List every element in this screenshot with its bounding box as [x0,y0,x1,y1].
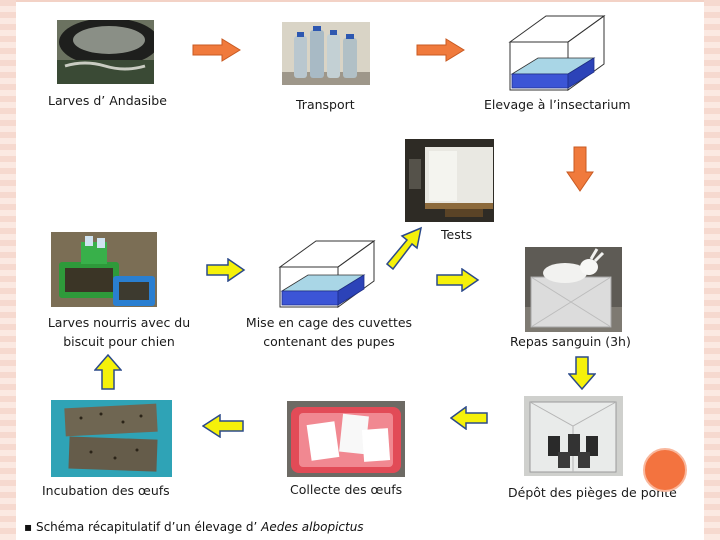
label-mise-en-cage: Mise en cage des cuvettes contenant des … [244,313,414,351]
label-transport: Transport [296,97,355,112]
caption-species: Aedes albopictus [261,520,364,534]
orange-arrow-right-2 [416,38,465,62]
label-larves-nourris-line1: Larves nourris avec du [47,315,191,330]
label-mise-en-cage-line2: contenant des pupes [263,334,395,349]
photo-collecte [287,401,405,477]
photo-repas-sanguin [525,247,622,332]
label-repas-sanguin: Repas sanguin (3h) [510,334,631,349]
label-larves-andasibe: Larves d’ Andasibe [48,93,167,108]
label-elevage: Elevage à l’insectarium [484,97,631,112]
slide-top-rule [16,0,704,2]
photo-transport [282,22,370,85]
orange-arrow-down [566,146,594,192]
cage-cuvette-drawing-middle [276,229,376,309]
photo-tests [405,139,494,222]
cage-cuvette-drawing-top [506,14,606,92]
diagram-caption: ▪ Schéma récapitulatif d’un élevage d’ A… [24,520,364,534]
yellow-arrow-right-to-repas [436,268,480,292]
photo-incubation [51,400,172,477]
label-mise-en-cage-line1: Mise en cage des cuvettes [245,315,413,330]
photo-depot-pieges [524,396,623,476]
yellow-arrow-diagonal-tests [385,226,423,270]
yellow-arrow-right-to-cage [206,258,246,282]
yellow-arrow-up [94,354,122,390]
yellow-arrow-left-to-collecte [450,406,488,430]
label-tests: Tests [441,227,473,242]
caption-text: Schéma récapitulatif d’un élevage d’ [35,520,262,534]
photo-larves-nourris [51,232,157,307]
slide-border-left [0,0,16,540]
orange-arrow-right-1 [192,38,241,62]
accent-circle [643,448,687,492]
label-larves-nourris: Larves nourris avec du biscuit pour chie… [40,313,198,351]
caption-bullet: ▪ [24,520,33,534]
label-collecte: Collecte des œufs [290,482,403,497]
label-depot: Dépôt des pièges de ponte [508,485,677,500]
label-larves-nourris-line2: biscuit pour chien [63,334,175,349]
label-incubation: Incubation des œufs [42,483,170,498]
photo-larves-andasibe [57,20,154,84]
slide-border-right [704,0,720,540]
yellow-arrow-left-to-incubation [202,414,244,438]
yellow-arrow-down [568,356,596,390]
